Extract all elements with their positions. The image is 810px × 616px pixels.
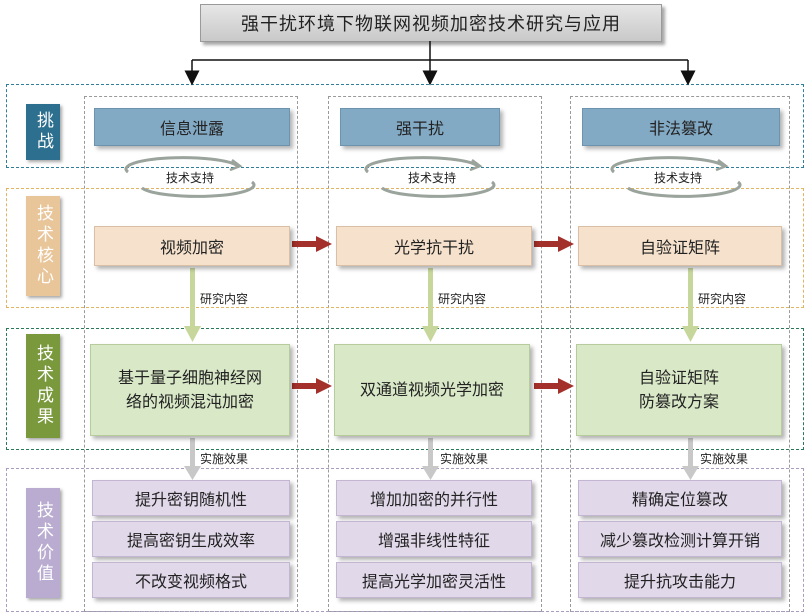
green-arrow-2 <box>422 268 439 342</box>
row-label-core: 技术核心 <box>26 196 60 296</box>
gray-arrow-1 <box>184 438 201 480</box>
support-label-1: 技术支持 <box>166 171 215 185</box>
effect-label-1: 实施效果 <box>200 452 249 466</box>
title-connector <box>192 41 688 61</box>
support-label-2: 技术支持 <box>408 171 457 185</box>
gray-arrow-3 <box>682 438 699 480</box>
row-label-value: 技术价值 <box>26 488 60 598</box>
row-label-result: 技术成果 <box>26 334 60 438</box>
core-box-3: 自验证矩阵 <box>578 226 782 266</box>
challenge-box-2: 强干扰 <box>340 108 500 146</box>
effect-label-3: 实施效果 <box>700 452 749 466</box>
result-box-1-line-1: 基于量子细胞神经网 <box>117 368 262 387</box>
core-box-2: 光学抗干扰 <box>336 226 532 266</box>
value-box-1-3: 不改变视频格式 <box>92 562 290 598</box>
red-arrow-core-1 <box>292 236 332 252</box>
research-label-2: 研究内容 <box>438 292 487 306</box>
value-box-3-1: 精确定位篡改 <box>578 480 782 516</box>
core-box-1: 视频加密 <box>94 226 290 266</box>
red-arrow-core-2 <box>534 236 574 252</box>
result-box-1-line-2: 络的视频混沌加密 <box>125 392 254 411</box>
value-box-2-1: 增加加密的并行性 <box>336 480 532 516</box>
value-box-1-2: 提高密钥生成效率 <box>92 521 290 557</box>
row-label-challenge: 挑战 <box>26 104 60 160</box>
green-arrow-3 <box>682 268 699 342</box>
result-box-3-line-1: 自验证矩阵 <box>638 368 719 387</box>
band-result <box>6 328 804 450</box>
red-arrow-result-1 <box>292 378 332 394</box>
band-core <box>6 188 804 308</box>
result-box-2-line-1: 双通道视频光学加密 <box>359 380 504 399</box>
value-box-2-2: 增强非线性特征 <box>336 521 532 557</box>
result-box-3: 自验证矩阵防篡改方案 <box>576 344 782 436</box>
challenge-box-1: 信息泄露 <box>94 108 290 146</box>
result-box-2: 双通道视频光学加密 <box>334 344 530 436</box>
value-box-2-3: 提高光学加密灵活性 <box>336 562 532 598</box>
cycle-icon-3 <box>610 156 742 198</box>
red-arrow-result-2 <box>534 378 574 394</box>
challenge-box-3: 非法篡改 <box>582 108 780 146</box>
research-label-1: 研究内容 <box>200 292 249 306</box>
value-box-3-2: 减少篡改检测计算开销 <box>578 521 782 557</box>
research-label-3: 研究内容 <box>698 292 747 306</box>
green-arrow-1 <box>184 268 201 342</box>
gray-arrow-2 <box>422 438 439 480</box>
result-box-3-line-2: 防篡改方案 <box>638 392 719 411</box>
value-box-3-3: 提升抗攻击能力 <box>578 562 782 598</box>
band-value <box>6 468 804 612</box>
cycle-icon-1 <box>124 156 256 198</box>
support-label-3: 技术支持 <box>654 171 703 185</box>
value-box-1-1: 提升密钥随机性 <box>92 480 290 516</box>
result-box-1: 基于量子细胞神经网络的视频混沌加密 <box>90 344 290 436</box>
diagram-title: 强干扰环境下物联网视频加密技术研究与应用 <box>200 4 662 42</box>
band-challenge <box>6 84 804 168</box>
effect-label-2: 实施效果 <box>440 452 489 466</box>
cycle-icon-2 <box>364 156 496 198</box>
